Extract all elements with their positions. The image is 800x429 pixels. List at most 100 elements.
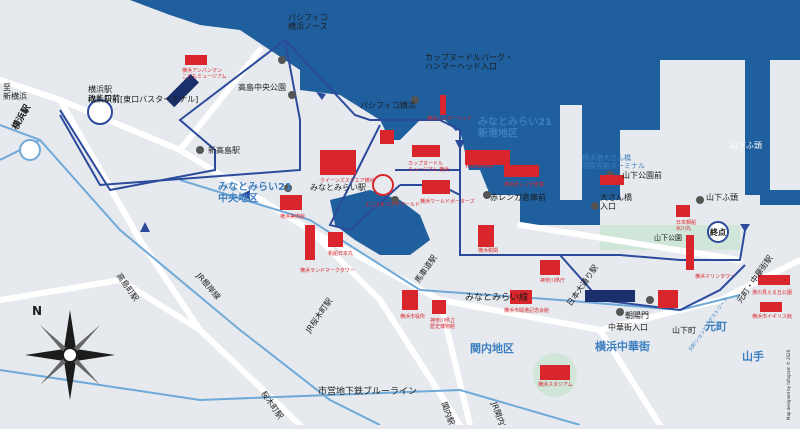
bus-icon bbox=[585, 290, 635, 302]
label-history-museum: 神奈川県立歴史博物館 bbox=[430, 317, 455, 330]
label-yamashita-pier-top: 山下ふ頭 bbox=[730, 140, 762, 150]
landmark-icon bbox=[540, 365, 570, 380]
label-blue-line: 市営地下鉄ブルーライン bbox=[318, 385, 417, 397]
station-yokohama[interactable] bbox=[19, 139, 41, 161]
landmark-icon bbox=[760, 302, 782, 312]
compass-rose: N bbox=[25, 304, 115, 400]
label-credit: Map designed by Infogram © 2020 bbox=[786, 349, 791, 420]
label-kanagawa-pref: 神奈川県庁 bbox=[540, 277, 565, 284]
route-arrow-2 bbox=[316, 92, 326, 100]
label-yokohama-east-bus: 横浜駅前[東口バスターミナル] bbox=[88, 94, 198, 104]
label-yamashitacho: 山下町 bbox=[672, 325, 696, 335]
landmark-icon bbox=[676, 205, 690, 217]
landmark-icon bbox=[465, 150, 510, 165]
station-terminal[interactable] bbox=[707, 221, 729, 243]
label-yokohama-chinatown: 横浜中華街 bbox=[595, 339, 650, 353]
landmark-icon bbox=[440, 95, 446, 115]
label-port-museum: 横浜市役所 bbox=[400, 313, 425, 320]
ferris-wheel-icon bbox=[372, 174, 394, 196]
route-arrow-5 bbox=[740, 224, 750, 232]
landmark-icon bbox=[280, 195, 302, 210]
pier-east bbox=[770, 60, 800, 190]
label-minatomirai-station: みなとみらい駅 bbox=[310, 183, 366, 192]
label-cosmo-world: よこはまコスモワールド bbox=[365, 202, 420, 208]
route-arrow-4 bbox=[455, 140, 465, 150]
label-bashamichi: 馬車道駅 bbox=[412, 253, 439, 285]
label-customs: 横浜税関 bbox=[478, 247, 498, 254]
label-kannai-district: 関内地区 bbox=[470, 341, 514, 355]
label-minatomirai-line: みなとみらい線 bbox=[465, 291, 528, 303]
landmark-icon bbox=[305, 225, 315, 260]
landmark-icon bbox=[478, 225, 494, 247]
label-motomachi: 元町 bbox=[705, 320, 727, 333]
label-shin-takashima: 新高島駅 bbox=[208, 145, 240, 155]
label-chukagai-entrance: 中華街入口 bbox=[608, 322, 648, 332]
label-anpanman: 横浜アンパンマンこどもミュージアム bbox=[182, 67, 227, 80]
label-redbrick: 横浜赤レンガ倉庫 bbox=[504, 181, 544, 188]
label-yokohama-station-ticket: 横浜駅改札口前 bbox=[88, 84, 120, 103]
label-art-museum: 横浜美術館 bbox=[280, 213, 305, 220]
station-yokohama-front[interactable] bbox=[87, 99, 113, 125]
landmark-icon bbox=[320, 150, 356, 175]
landmark-icon bbox=[402, 290, 418, 310]
landmark-icon bbox=[758, 275, 790, 285]
label-pacifico-yokohama: パシフィコ横浜 bbox=[360, 100, 416, 110]
label-cupnoodle-hammerhead: カップヌードルパーク・ハンマーヘッド入口 bbox=[425, 53, 513, 71]
label-jr-sakuragicho: JR桜木町駅 bbox=[303, 296, 335, 335]
label-redbrick-front: 赤レンガ倉庫前 bbox=[490, 192, 546, 202]
landmark-icon bbox=[686, 235, 694, 270]
bus-stops bbox=[196, 56, 704, 316]
route-arrow-1 bbox=[140, 222, 150, 232]
label-takashima-park: 高島中央公園 bbox=[238, 82, 286, 92]
label-pacifico-north: パシフィコ横浜ノース bbox=[288, 13, 328, 31]
label-terminal: 終点 bbox=[710, 227, 726, 237]
landmark-icon bbox=[422, 180, 450, 194]
label-zou-no-hana: 横浜港大さん橋国際客船ターミナル bbox=[582, 153, 645, 170]
pier-osanbashi bbox=[560, 105, 582, 200]
label-stadium: 横浜スタジアム bbox=[538, 381, 573, 388]
pier-yamashita bbox=[700, 60, 745, 190]
compass-north-label: N bbox=[32, 304, 42, 318]
label-queens-square: クイーンズスクエア横浜 bbox=[320, 177, 375, 184]
label-world-porters: 横浜ワールドポーターズ bbox=[420, 198, 475, 205]
route-arrow-3 bbox=[240, 190, 250, 200]
landmark-icon bbox=[328, 232, 343, 247]
label-cupnoodle-museum: カップヌードルミュージアム 横浜 bbox=[408, 161, 449, 173]
label-yamate: 山手 bbox=[742, 349, 764, 363]
label-yamashita-futo: 山下ふ頭 bbox=[706, 192, 738, 202]
sea-area bbox=[130, 0, 800, 225]
landmark-icon bbox=[540, 260, 560, 275]
landmark-icon bbox=[380, 130, 394, 144]
label-hammerhead: 横浜ハンマーヘッド bbox=[427, 115, 472, 122]
landmark-icon bbox=[185, 55, 207, 65]
label-nippon-maru: 帆船日本丸 bbox=[328, 250, 353, 257]
sea-inner-basin bbox=[330, 190, 430, 255]
bus-icon bbox=[165, 74, 199, 108]
landmarks bbox=[185, 55, 790, 380]
landmark-icon bbox=[658, 290, 678, 308]
label-hikawa-maru: 日本郵船氷川丸 bbox=[676, 219, 696, 232]
label-opening-memorial: 横浜市開港記念会館 bbox=[504, 307, 549, 314]
label-takashimacho: 高島町駅 bbox=[115, 271, 142, 303]
label-osanbashi: 大さん橋入口 bbox=[600, 192, 632, 211]
landmark-icon bbox=[504, 165, 539, 177]
landmark-icon bbox=[432, 300, 446, 314]
label-chorakumon: 朝陽門 bbox=[625, 311, 649, 320]
label-shinyokohama: 至新横浜 bbox=[3, 83, 27, 101]
landmark-icon bbox=[600, 175, 624, 185]
label-yokohama-station-left: 横浜駅 bbox=[9, 101, 33, 131]
label-landmark-tower: 横浜ランドマークタワー bbox=[300, 267, 355, 274]
label-foreign-cemetery: 港の見える丘公園 bbox=[752, 289, 792, 296]
landmark-icon bbox=[412, 145, 440, 157]
label-english-house: 横浜市イギリス館 bbox=[752, 313, 792, 320]
label-marine-tower: 横浜マリンタワー bbox=[695, 273, 735, 280]
label-yamashita-park: 山下公園前 bbox=[622, 170, 662, 180]
label-yamashita-park-area: 山下公園 bbox=[654, 233, 682, 242]
landmark-icon bbox=[510, 290, 532, 304]
label-jr-negishi: JR根岸線 bbox=[194, 270, 223, 302]
